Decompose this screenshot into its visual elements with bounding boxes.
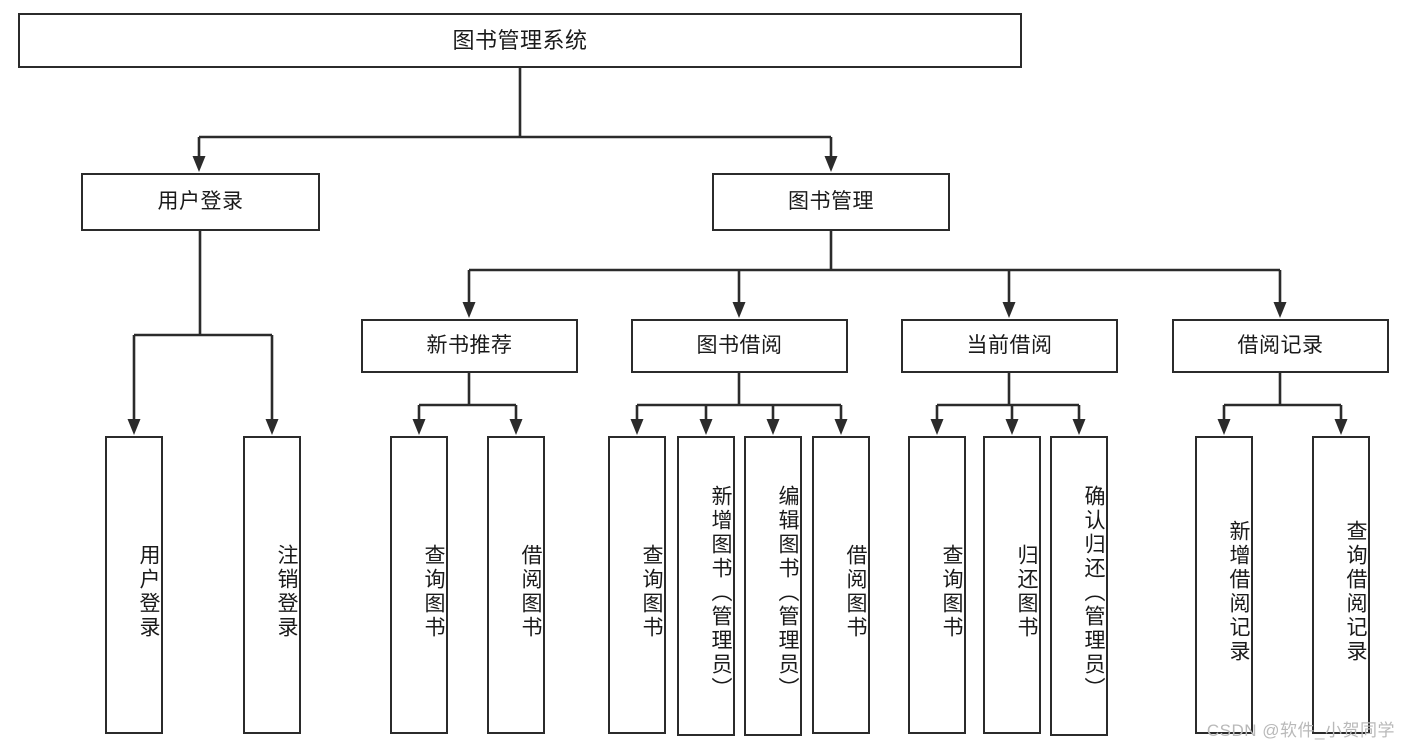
node-label: 新增借阅记录 (1227, 520, 1250, 664)
node-label: 归还图书 (1015, 544, 1038, 640)
node-newbook[interactable]: 新书推荐 (361, 319, 578, 373)
node-label: 借阅图书 (519, 544, 542, 640)
node-label: 当前借阅 (966, 333, 1053, 357)
node-root[interactable]: 图书管理系统 (18, 13, 1022, 68)
node-leaf-query-book-3[interactable]: 查询图书 (908, 436, 966, 734)
arrow-to-leaf-borrow-book-1-head (509, 419, 523, 435)
node-label: 用户登录 (157, 189, 244, 213)
node-leaf-query-book-1[interactable]: 查询图书 (390, 436, 448, 734)
node-label: 查询图书 (640, 544, 663, 640)
arrow-to-leaf-borrow-book-2-head (834, 419, 848, 435)
node-current[interactable]: 当前借阅 (901, 319, 1118, 373)
arrow-to-current-head (1002, 302, 1016, 318)
node-leaf-confirm-return[interactable]: 确认归还（管理员） (1050, 436, 1108, 736)
node-leaf-add-book[interactable]: 新增图书（管理员） (677, 436, 735, 736)
node-label: 查询图书 (940, 544, 963, 640)
node-label: 注销登录 (275, 544, 298, 640)
node-label: 查询借阅记录 (1344, 520, 1367, 664)
node-label: 图书管理 (788, 189, 874, 213)
node-leaf-add-record[interactable]: 新增借阅记录 (1195, 436, 1253, 734)
node-borrow[interactable]: 图书借阅 (631, 319, 848, 373)
node-label: 借阅图书 (844, 544, 867, 640)
node-leaf-query-book-2[interactable]: 查询图书 (608, 436, 666, 734)
arrow-to-leaf-confirm-return-head (1072, 419, 1086, 435)
arrow-to-borrow-head (732, 302, 746, 318)
arrow-to-records-head (1273, 302, 1287, 318)
arrow-to-leaf-edit-book-head (766, 419, 780, 435)
arrow-to-leaf-query-record-head (1334, 419, 1348, 435)
node-label: 用户登录 (137, 544, 160, 640)
arrow-to-bookmgmt-head (824, 156, 838, 172)
node-label: 新书推荐 (426, 333, 513, 357)
node-leaf-borrow-book-1[interactable]: 借阅图书 (487, 436, 545, 734)
node-login[interactable]: 用户登录 (81, 173, 320, 231)
arrow-to-leaf-add-book-head (699, 419, 713, 435)
node-label: 确认归还（管理员） (1082, 485, 1105, 701)
node-label: 图书管理系统 (452, 27, 588, 53)
arrow-to-leaf-user-login-head (127, 419, 141, 435)
arrow-to-leaf-query-book-1-head (412, 419, 426, 435)
node-bookmgmt[interactable]: 图书管理 (712, 173, 950, 231)
arrow-to-leaf-logout-head (265, 419, 279, 435)
arrow-to-leaf-query-book-2-head (630, 419, 644, 435)
arrow-to-login-head (192, 156, 206, 172)
node-label: 查询图书 (422, 544, 445, 640)
node-leaf-user-login[interactable]: 用户登录 (105, 436, 163, 734)
node-label: 编辑图书（管理员） (776, 485, 799, 701)
node-label: 图书借阅 (696, 333, 783, 357)
node-label: 借阅记录 (1237, 333, 1324, 357)
node-leaf-query-record[interactable]: 查询借阅记录 (1312, 436, 1370, 734)
node-label: 新增图书（管理员） (709, 485, 732, 701)
node-leaf-borrow-book-2[interactable]: 借阅图书 (812, 436, 870, 734)
arrow-to-newbook-head (462, 302, 476, 318)
arrow-to-leaf-add-record-head (1217, 419, 1231, 435)
node-records[interactable]: 借阅记录 (1172, 319, 1389, 373)
arrow-to-leaf-return-book-head (1005, 419, 1019, 435)
node-leaf-edit-book[interactable]: 编辑图书（管理员） (744, 436, 802, 736)
node-leaf-logout[interactable]: 注销登录 (243, 436, 301, 734)
arrow-to-leaf-query-book-3-head (930, 419, 944, 435)
node-leaf-return-book[interactable]: 归还图书 (983, 436, 1041, 734)
